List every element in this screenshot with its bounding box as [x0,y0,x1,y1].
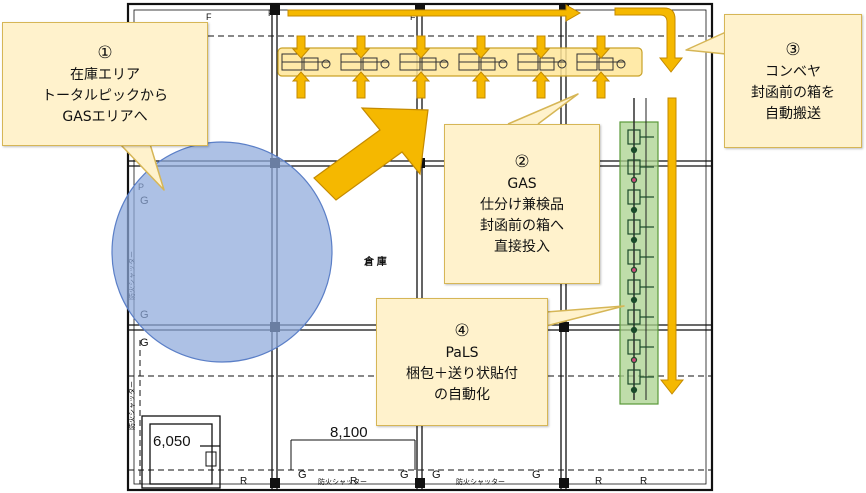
gas-input-arrows [291,71,611,99]
door-mark: R [595,476,602,487]
callout-number: ④ [454,320,470,341]
callout-1-pointer [119,143,165,191]
pals-unit [627,189,654,214]
pals-unit [627,279,654,304]
callout-number: ① [97,42,113,63]
room-label: 倉 庫 [363,255,387,268]
pals-unit [627,369,654,394]
transfer-big-arrow [313,107,429,201]
callout-2-pointer [507,93,579,125]
conveyor-down-arrow [659,97,685,395]
column-mark: G [400,469,409,481]
pals-unit [627,249,654,274]
callout-line: トータルピックから [42,87,168,104]
dimension-line [290,439,416,470]
output-arrow [411,35,431,59]
callout-number: ② [514,152,530,172]
callout-line: 封函前の箱を [751,84,835,101]
door-mark: R [240,476,247,487]
output-arrow [531,35,551,59]
conveyor-corner-arrow [614,7,684,73]
door-mark: R [350,476,357,487]
pals-unit [627,219,654,244]
output-arrow [351,35,371,59]
output-arrow [591,35,611,59]
gas-unit [517,53,567,71]
gas-unit [399,53,449,71]
column-mark: G [298,469,307,481]
gas-station-bar [277,47,643,77]
small-room [141,415,221,489]
callout-line: 自動搬送 [765,105,821,122]
pals-unit [627,159,654,184]
callout-conveyor: ③ コンベヤ 封函前の箱を 自動搬送 [724,14,862,148]
callout-line: コンベヤ [765,63,821,80]
callout-4-pointer [545,305,625,327]
gas-unit [340,53,390,71]
input-arrow [291,71,311,99]
callout-3-pointer [685,31,727,55]
pals-unit [627,309,654,334]
shutter-label: 防火シャッター [318,477,367,486]
column-mark: G [140,337,149,349]
conveyor-arrows [287,4,685,395]
callout-pals-packing: ④ PaLS 梱包＋送り状貼付 の自動化 [376,298,548,426]
callout-line: 直接投入 [494,239,550,255]
input-arrow [531,71,551,99]
callout-line: GASエリアへ [62,108,148,125]
gas-unit [281,53,331,71]
input-arrow [411,71,431,99]
gas-output-arrows [291,35,611,59]
gas-unit [458,53,508,71]
shutter-label: 防火シャッター [456,477,505,486]
callout-line: PaLS [445,344,479,361]
fire-mark: F [410,12,416,22]
input-arrow [591,71,611,99]
dimension-small: 6,050 [153,433,191,450]
gas-unit [576,53,626,71]
door-mark: R [640,476,647,487]
inventory-area-zone [111,141,333,363]
input-arrow [471,71,491,99]
conveyor-top-arrow [287,4,582,22]
gas-station-units [281,53,626,71]
shutter-label: 防火シャッター [127,381,136,430]
callout-pointers [119,31,727,327]
pillar-mark: P [268,8,274,18]
callout-line: 梱包＋送り状貼付 [406,365,518,382]
column-mark: G [432,469,441,481]
output-arrow [471,35,491,59]
pals-unit [627,339,654,364]
pals-unit [627,129,654,154]
dimension-main: 8,100 [330,424,368,441]
fire-mark: F [206,12,212,22]
pals-line-zone [619,98,659,405]
input-arrow [351,71,371,99]
callout-line: 仕分け兼検品 [480,197,564,213]
pals-machine-units [627,129,654,394]
callout-inventory-area: ① 在庫エリア トータルピックから GASエリアへ [2,22,208,146]
callout-line: GAS [507,176,537,192]
output-arrow [291,35,311,59]
column-mark: G [532,469,541,481]
callout-line: の自動化 [434,386,490,403]
callout-line: 在庫エリア [70,66,140,83]
callout-gas-sorting: ② GAS 仕分け兼検品 封函前の箱へ 直接投入 [444,124,600,284]
callout-number: ③ [785,39,801,60]
callout-line: 封函前の箱へ [480,218,564,234]
